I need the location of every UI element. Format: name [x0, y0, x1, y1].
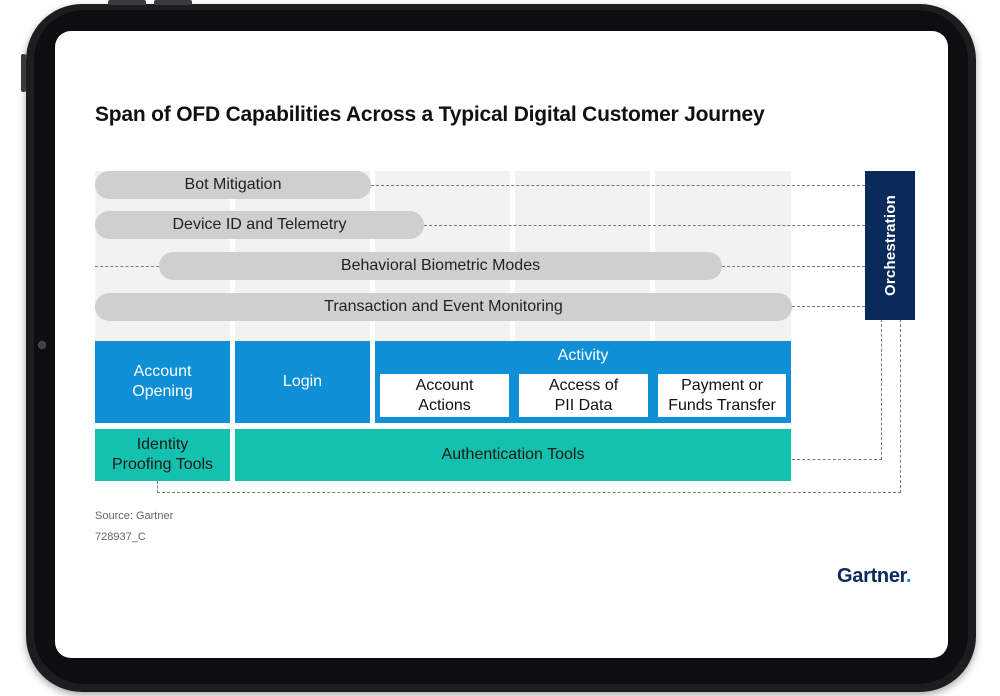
logo-text: Gartner: [837, 565, 907, 587]
logo-dot-icon: .: [906, 565, 912, 587]
connector-transaction: [792, 306, 865, 307]
activity-account-actions: Account Actions: [380, 374, 509, 417]
activity-payment-transfer: Payment or Funds Transfer: [658, 374, 786, 417]
tool-identity-proofing: Identity Proofing Tools: [95, 429, 230, 481]
connector-authentication: [792, 459, 882, 460]
tablet-screen: Span of OFD Capabilities Across a Typica…: [55, 31, 948, 658]
connector-device-id: [424, 225, 865, 226]
diagram-title: Span of OFD Capabilities Across a Typica…: [95, 103, 765, 126]
orchestration-label: Orchestration: [881, 195, 899, 296]
doc-id: 728937_C: [95, 531, 146, 543]
bar-device-id-telemetry: Device ID and Telemetry: [95, 211, 424, 239]
stage-account-opening: Account Opening: [95, 341, 230, 423]
connector-identity-bottom: [157, 492, 901, 493]
tool-authentication: Authentication Tools: [235, 429, 791, 481]
bar-bot-mitigation: Bot Mitigation: [95, 171, 371, 199]
side-button-left: [21, 54, 26, 92]
connector-behavioral-left: [95, 266, 159, 267]
connector-orchestration-vertical: [900, 319, 901, 493]
volume-button-top-2: [154, 0, 192, 5]
connector-behavioral-right: [722, 266, 865, 267]
front-camera-icon: [38, 341, 46, 349]
source-note: Source: Gartner: [95, 510, 174, 522]
bar-behavioral-biometric: Behavioral Biometric Modes: [159, 252, 722, 280]
bar-transaction-monitoring: Transaction and Event Monitoring: [95, 293, 792, 321]
stage-login: Login: [235, 341, 370, 423]
activity-label: Activity: [557, 347, 609, 364]
orchestration-bar: Orchestration: [865, 171, 915, 320]
connector-auth-vertical: [881, 319, 882, 460]
volume-button-top: [108, 0, 146, 5]
connector-bot-mitigation: [371, 185, 865, 186]
gartner-logo: Gartner.: [837, 565, 912, 588]
activity-pii-access: Access of PII Data: [519, 374, 648, 417]
connector-identity-vertical: [157, 481, 158, 493]
